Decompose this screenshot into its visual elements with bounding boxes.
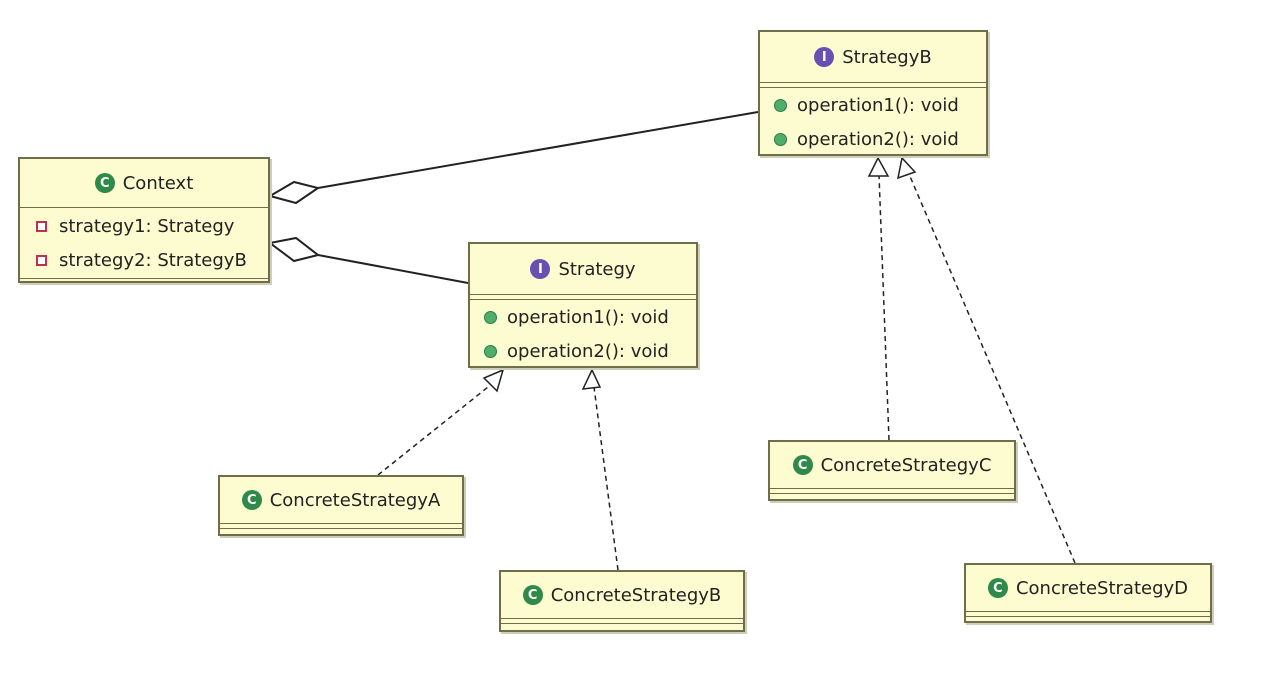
aggregation-context-strategyb [267, 111, 759, 205]
realization-c-strategyb [867, 156, 890, 441]
aggregation-context-strategy [267, 236, 469, 284]
field-strategy1[interactable]: strategy1: Strategy [20, 209, 268, 243]
public-method-icon [484, 344, 497, 358]
class-icon: C [987, 578, 1008, 598]
context-class[interactable]: C Context strategy1: Strategy strategy2:… [18, 157, 270, 283]
class-name: Context [122, 172, 194, 194]
concrete-c-fields-compartment [770, 489, 1014, 494]
class-icon: C [522, 585, 543, 605]
strategy-interface[interactable]: I Strategy operation1(): void operation2… [468, 242, 698, 368]
context-methods-compartment [20, 279, 268, 282]
operation-label: operation1(): void [797, 94, 959, 116]
field-label: strategy2: StrategyB [59, 249, 247, 271]
concrete-b-fields-compartment [501, 619, 743, 624]
strategyb-fields-compartment [760, 83, 986, 88]
class-icon: C [241, 490, 262, 510]
public-method-icon [484, 310, 497, 324]
realization-b-strategy [581, 368, 619, 571]
strategyb-interface[interactable]: I StrategyB operation1(): void operation… [758, 30, 988, 156]
concrete-a-header: C ConcreteStrategyA [220, 477, 462, 524]
concrete-d-header: C ConcreteStrategyD [966, 565, 1210, 612]
operation-1[interactable]: operation1(): void [760, 88, 986, 122]
concrete-strategy-a-class[interactable]: C ConcreteStrategyA [218, 475, 464, 536]
context-fields: strategy1: Strategy strategy2: StrategyB [20, 208, 268, 279]
interface-icon: I [530, 259, 551, 279]
realization-d-strategyb [897, 156, 1076, 564]
strategyb-header: I StrategyB [760, 32, 986, 83]
concrete-strategy-c-class[interactable]: C ConcreteStrategyC [768, 440, 1016, 501]
private-field-icon [36, 254, 47, 266]
concrete-b-header: C ConcreteStrategyB [501, 572, 743, 619]
operation-label: operation1(): void [507, 306, 669, 328]
class-name: ConcreteStrategyC [820, 454, 992, 476]
operation-1[interactable]: operation1(): void [470, 300, 696, 334]
interface-icon: I [814, 47, 835, 67]
strategyb-operations: operation1(): void operation2(): void [760, 88, 986, 156]
concrete-d-fields-compartment [966, 612, 1210, 617]
interface-name: StrategyB [842, 46, 932, 68]
concrete-a-fields-compartment [220, 524, 462, 529]
operation-label: operation2(): void [507, 340, 669, 362]
class-name: ConcreteStrategyA [269, 489, 441, 511]
operation-2[interactable]: operation2(): void [470, 334, 696, 368]
concrete-strategy-d-class[interactable]: C ConcreteStrategyD [964, 563, 1212, 623]
strategy-header: I Strategy [470, 244, 696, 295]
interface-name: Strategy [558, 258, 636, 280]
private-field-icon [36, 220, 47, 232]
context-header: C Context [20, 159, 268, 208]
field-label: strategy1: Strategy [59, 215, 235, 237]
concrete-strategy-b-class[interactable]: C ConcreteStrategyB [499, 570, 745, 632]
class-icon: C [94, 173, 115, 193]
field-strategy2[interactable]: strategy2: StrategyB [20, 243, 268, 277]
concrete-c-header: C ConcreteStrategyC [770, 442, 1014, 489]
operation-label: operation2(): void [797, 128, 959, 150]
strategy-operations: operation1(): void operation2(): void [470, 300, 696, 368]
class-icon: C [792, 455, 813, 475]
strategy-fields-compartment [470, 295, 696, 300]
realization-a-strategy [377, 368, 505, 476]
public-method-icon [774, 132, 787, 146]
class-name: ConcreteStrategyD [1015, 577, 1189, 599]
class-name: ConcreteStrategyB [550, 584, 722, 606]
public-method-icon [774, 98, 787, 112]
operation-2[interactable]: operation2(): void [760, 122, 986, 156]
